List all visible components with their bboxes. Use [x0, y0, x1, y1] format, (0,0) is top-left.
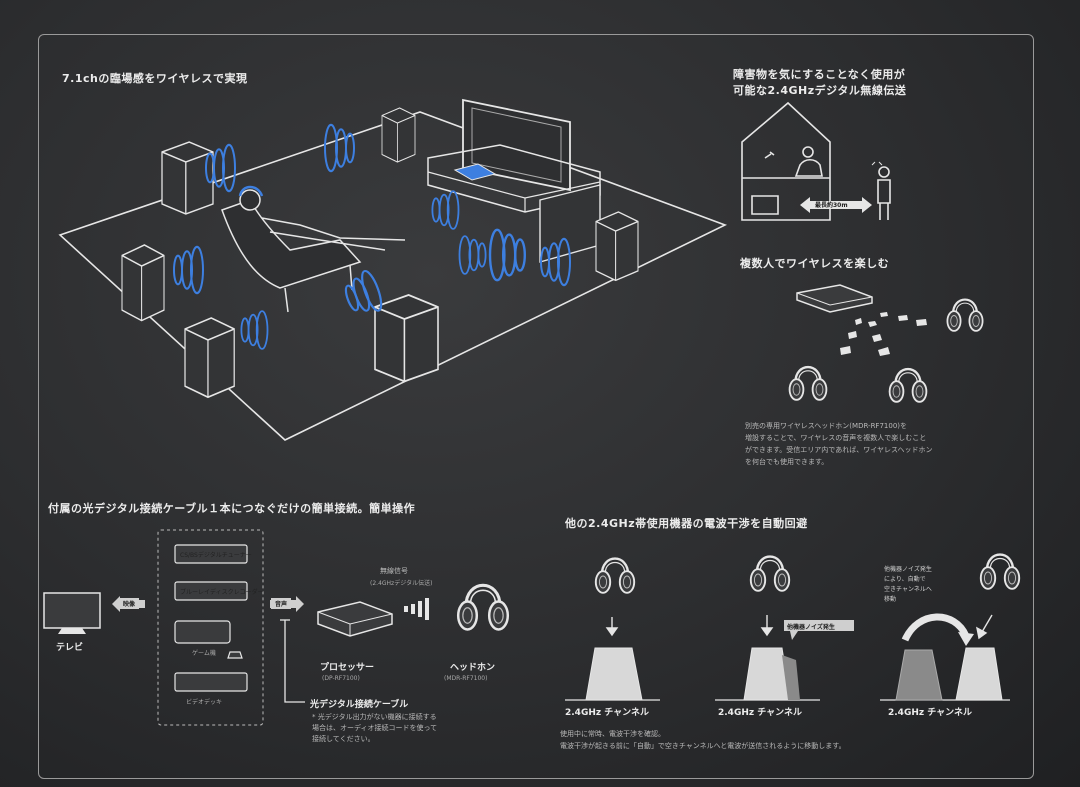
- auto-hop-note: 他機器ノイズ発生 により、自動で 空きチャンネルへ 移動: [884, 566, 932, 603]
- processor-model: (DP-RF7100): [322, 675, 360, 682]
- processor-label: プロセッサー: [320, 663, 375, 673]
- distance-label: 最長約30m: [815, 202, 848, 209]
- tv-icon: [43, 592, 101, 634]
- channel-label-3: 2.4GHz チャンネル: [888, 708, 972, 718]
- audio-tag: 音声: [271, 598, 292, 609]
- tv-label: テレビ: [56, 643, 84, 653]
- channel-signals: [585, 647, 1003, 701]
- speaker-front-left: [161, 141, 214, 215]
- speaker-rear-left: [184, 317, 236, 399]
- wireless-signal-sub: (2.4GHzデジタル伝送): [370, 580, 433, 587]
- hop-arrow: [901, 613, 974, 646]
- tv-rack: [427, 98, 601, 213]
- multi-signal-beams: [840, 312, 927, 356]
- multi-processor: [796, 284, 873, 313]
- device-boxes: [174, 544, 248, 692]
- speaker-left: [121, 244, 165, 322]
- obstacles-title-line2: 可能な2.4GHzデジタル無線伝送: [733, 84, 907, 97]
- channel-label-1: 2.4GHz チャンネル: [565, 708, 649, 718]
- device-label-vcr: ビデオデッキ: [186, 699, 223, 706]
- cable-note: * 光デジタル出力がない機器に接続する 場合は、オーディオ接続コードを使って 接…: [312, 713, 438, 743]
- connection-headphone: [456, 583, 510, 632]
- house-illustration: [741, 101, 891, 221]
- interference-title: 他の2.4GHz帯使用機器の電波干渉を自動回避: [565, 517, 808, 530]
- obstacles-title-line1: 障害物を気にすることなく使用が: [733, 68, 906, 81]
- device-label-game: ゲーム機: [192, 650, 216, 657]
- noise-tag: 他機器ノイズ発生: [787, 624, 835, 631]
- connection-title: 付属の光デジタル接続ケーブル１本につなぐだけの簡単接続。簡単操作: [48, 502, 416, 515]
- speaker-rear-center: [374, 294, 439, 383]
- listener-in-chair: [221, 185, 406, 313]
- surround-title: 7.1chの臨場感をワイヤレスで実現: [62, 72, 248, 85]
- video-tag: 映像: [119, 598, 140, 609]
- noise-callout: [784, 620, 854, 640]
- speaker-rear-right: [381, 107, 416, 163]
- signal-bars: [404, 598, 429, 620]
- down-arrows: [605, 614, 993, 640]
- cable-label: 光デジタル接続ケーブル: [310, 700, 409, 710]
- device-label-tuner: CS/BSデジタルチューナー: [180, 552, 252, 559]
- diagram-border: [38, 34, 1034, 779]
- processor-box: [317, 601, 393, 637]
- cable-line: [280, 619, 305, 703]
- distance-arrow: [800, 197, 872, 213]
- headphone-model: (MDR-RF7100): [444, 675, 488, 682]
- channel-label-2: 2.4GHz チャンネル: [718, 708, 802, 718]
- multi-title: 複数人でワイヤレスを楽しむ: [740, 257, 890, 270]
- speaker-right: [595, 211, 639, 282]
- wireless-signal-label: 無線信号: [380, 567, 408, 575]
- headphone-label: ヘッドホン: [450, 663, 496, 673]
- multi-description: 別売の専用ワイヤレスヘッドホン(MDR-RF7100)を 増設することで、ワイヤ…: [745, 422, 933, 466]
- device-stack-frame: [157, 529, 264, 726]
- interference-footer: 使用中に常時、電波干渉を確認。 電波干渉が起きる前に「自動」で空きチャンネルへと…: [560, 730, 846, 750]
- device-label-bd: ブルーレイディスクレコーダー: [180, 589, 264, 596]
